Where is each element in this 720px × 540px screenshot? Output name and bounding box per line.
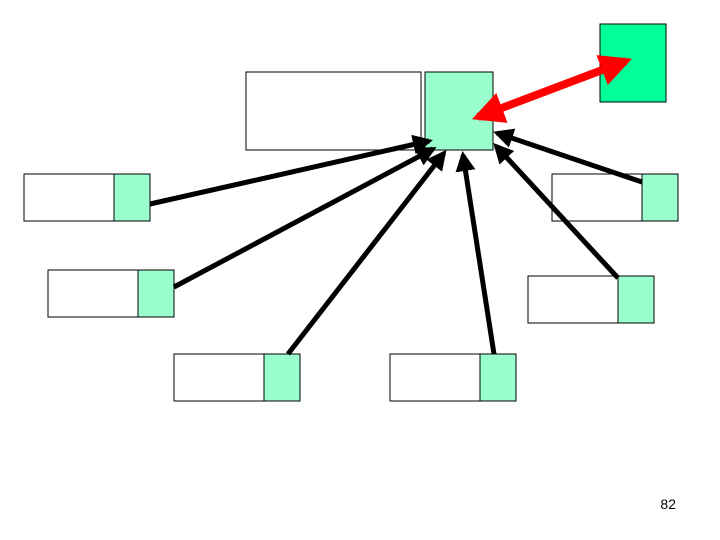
bottom-node-2-pointer xyxy=(479,353,517,402)
right-node-1-pointer xyxy=(641,173,679,222)
bottom-node-2-field xyxy=(389,353,481,402)
left-node-2 xyxy=(47,269,175,318)
edge-right-1-to-hub xyxy=(493,128,643,185)
left-node-1-field xyxy=(23,173,115,222)
edge-left-2-to-hub xyxy=(172,146,437,290)
right-node-2-field xyxy=(527,275,619,324)
hub-field xyxy=(245,71,422,151)
bottom-node-1 xyxy=(173,353,301,402)
left-node-1 xyxy=(23,173,151,222)
edge-bottom-2-to-hub xyxy=(455,151,497,355)
right-node-2-pointer xyxy=(617,275,655,324)
right-node-1 xyxy=(551,173,679,222)
left-node-1-pointer xyxy=(113,173,151,222)
edge-left-1-to-hub xyxy=(149,134,433,207)
right-node-2 xyxy=(527,275,655,324)
bottom-node-1-pointer xyxy=(263,353,301,402)
hub-node xyxy=(245,71,494,151)
right-node-1-field xyxy=(551,173,643,222)
edge-bottom-1-to-hub xyxy=(286,149,447,356)
bottom-node-2 xyxy=(389,353,517,402)
bottom-node-1-field xyxy=(173,353,265,402)
edge-right-2-to-hub xyxy=(493,143,620,280)
left-node-2-field xyxy=(47,269,139,318)
page-number: 82 xyxy=(660,496,676,512)
exchange-arrow xyxy=(472,55,632,123)
left-node-2-pointer xyxy=(137,269,175,318)
